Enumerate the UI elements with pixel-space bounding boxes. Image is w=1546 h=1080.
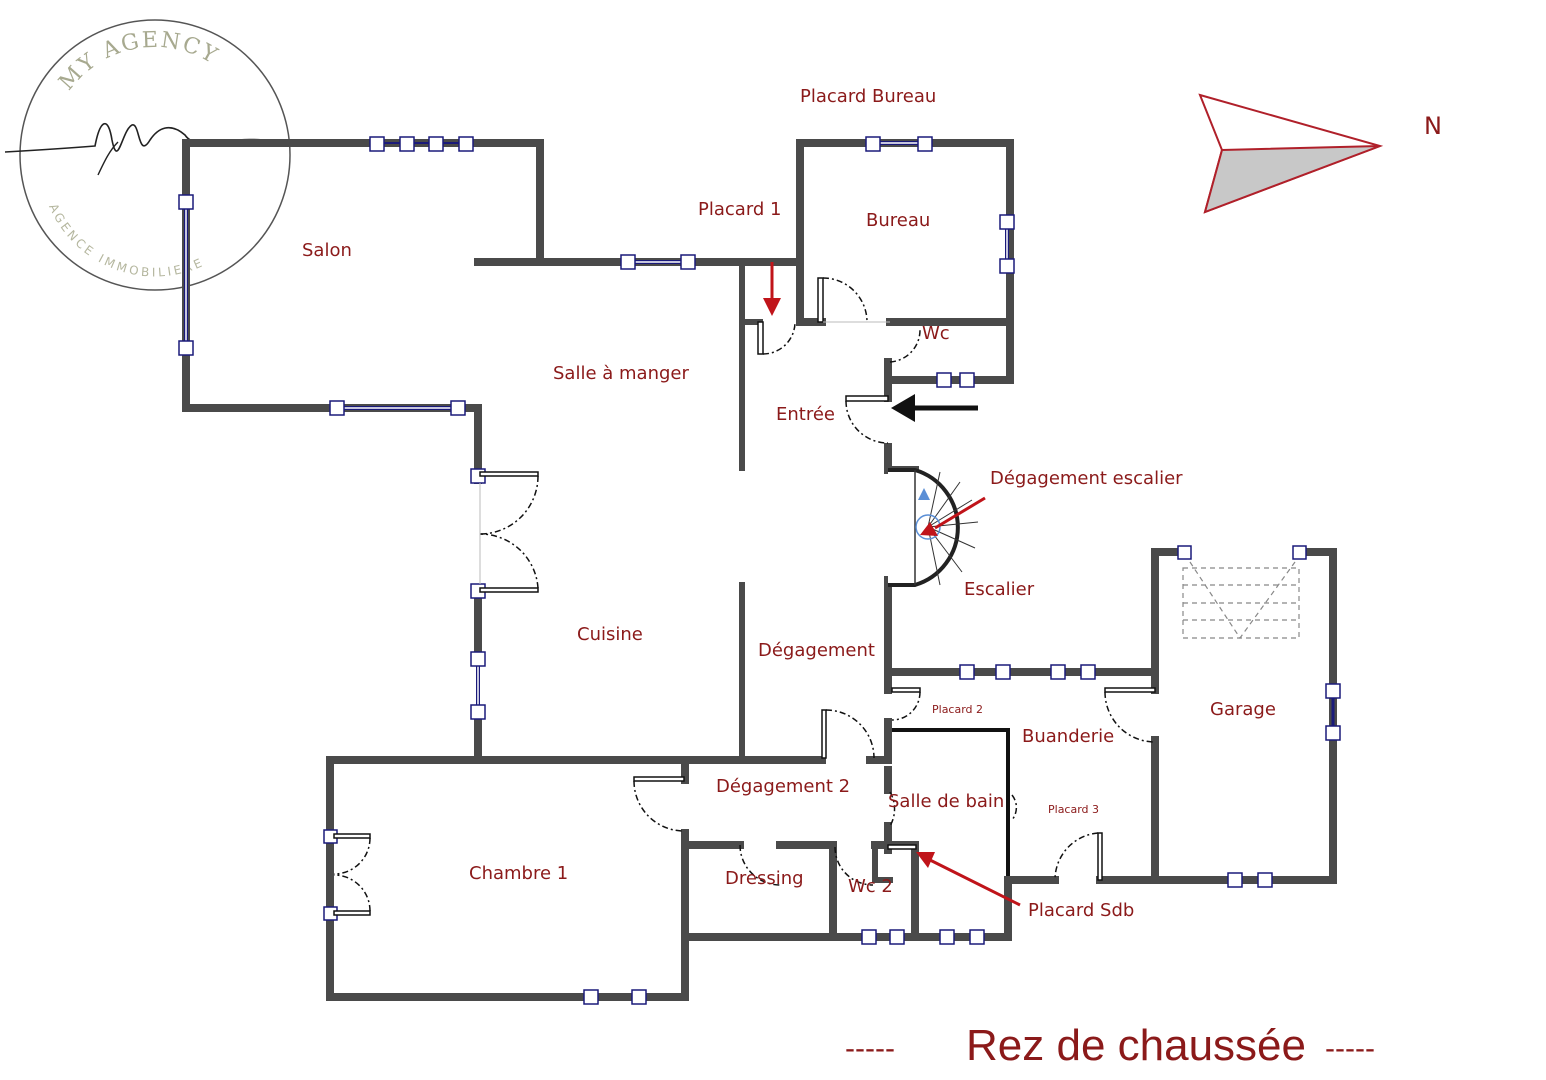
spiral-staircase: [888, 468, 979, 587]
label-wc: Wc: [922, 323, 950, 344]
placard-arrow-icon: [763, 298, 781, 316]
stair-arrow-icon: [920, 522, 938, 536]
logo-monogram-icon: [4, 123, 291, 153]
doors: [333, 277, 1156, 916]
label-garage: Garage: [1210, 699, 1276, 720]
label-placard-bureau: Placard Bureau: [800, 86, 936, 107]
label-degagement: Dégagement: [758, 640, 875, 661]
logo-top-text: MY AGENCY: [54, 28, 222, 95]
label-salon: Salon: [302, 240, 352, 261]
label-wc-2: Wc 2: [848, 876, 893, 897]
agency-logo: MY AGENCY AGENCE IMMOBILIERE: [4, 19, 291, 291]
room-labels: Placard Bureau Placard 1 Bureau Salon Wc…: [302, 86, 1276, 921]
label-placard-2: Placard 2: [932, 703, 983, 716]
stair-direction-icon: [918, 488, 930, 500]
arrows: [763, 262, 1021, 907]
label-bureau: Bureau: [866, 210, 930, 231]
entrance-arrow-icon: [891, 394, 915, 422]
label-salle-a-manger: Salle à manger: [553, 363, 689, 384]
logo-circle: [19, 19, 291, 291]
label-buanderie: Buanderie: [1022, 726, 1114, 747]
label-dressing: Dressing: [725, 868, 804, 889]
garage-stair: [1182, 561, 1300, 640]
label-salle-de-bain: Salle de bain: [888, 791, 1004, 812]
floor-title: ----- Rez de chaussée -----: [845, 1021, 1375, 1070]
north-compass: N: [1198, 93, 1442, 214]
compass-north-label: N: [1424, 112, 1442, 140]
floor-title-text: Rez de chaussée: [966, 1021, 1306, 1070]
label-escalier: Escalier: [964, 579, 1035, 600]
label-placard-3: Placard 3: [1048, 803, 1099, 816]
label-degagement-escalier: Dégagement escalier: [990, 468, 1183, 489]
windows: [178, 136, 1341, 1005]
label-chambre-1: Chambre 1: [469, 863, 568, 884]
label-degagement-2: Dégagement 2: [716, 776, 850, 797]
label-placard-1: Placard 1: [698, 199, 782, 220]
label-placard-sdb: Placard Sdb: [1028, 900, 1134, 921]
title-dash-left: -----: [845, 1032, 895, 1065]
title-dash-right: -----: [1325, 1032, 1375, 1065]
label-entree: Entrée: [776, 404, 835, 425]
label-cuisine: Cuisine: [577, 624, 643, 645]
placard-sdb-arrow-icon: [916, 852, 935, 868]
